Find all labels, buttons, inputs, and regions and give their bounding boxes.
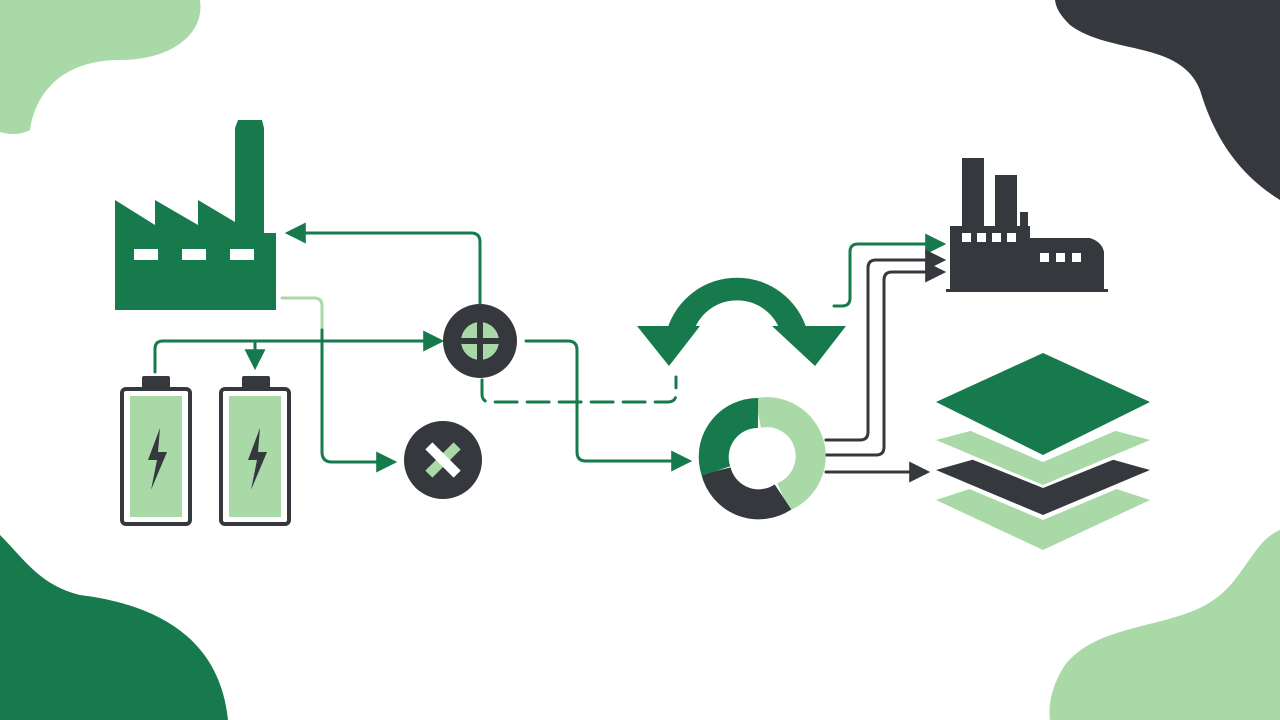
blob-top-left — [0, 0, 201, 135]
connector-recycle-to-target — [832, 233, 947, 308]
blob-bottom-left — [0, 535, 228, 720]
connector-factory-light — [280, 296, 324, 332]
x-circle-icon — [404, 421, 482, 499]
donut-ring-icon — [698, 397, 826, 520]
connector-donut-to-target-1 — [824, 249, 947, 442]
connector-donut-to-target-2 — [824, 261, 947, 457]
crosshair-circle-icon — [443, 304, 517, 378]
connector-merge-to-donut — [524, 339, 693, 472]
connectors — [153, 222, 947, 483]
connector-battery-to-merge — [153, 330, 445, 374]
connector-merge-to-factory — [284, 222, 482, 306]
connector-merge-to-recycle-dashed — [480, 375, 678, 404]
lightning-bolt-icon — [148, 428, 167, 490]
target-factory-icon — [946, 158, 1108, 292]
blob-top-right — [1055, 0, 1280, 200]
lightning-bolt-icon — [248, 428, 267, 490]
blob-bottom-right — [1049, 530, 1280, 720]
curved-cycle-arrow-icon — [637, 277, 846, 366]
battery-icon — [120, 376, 192, 526]
battery-icon — [219, 376, 291, 526]
stacked-layers-icon — [936, 353, 1150, 550]
source-factory-icon — [115, 120, 276, 310]
connector-factory-to-reject — [320, 328, 398, 473]
